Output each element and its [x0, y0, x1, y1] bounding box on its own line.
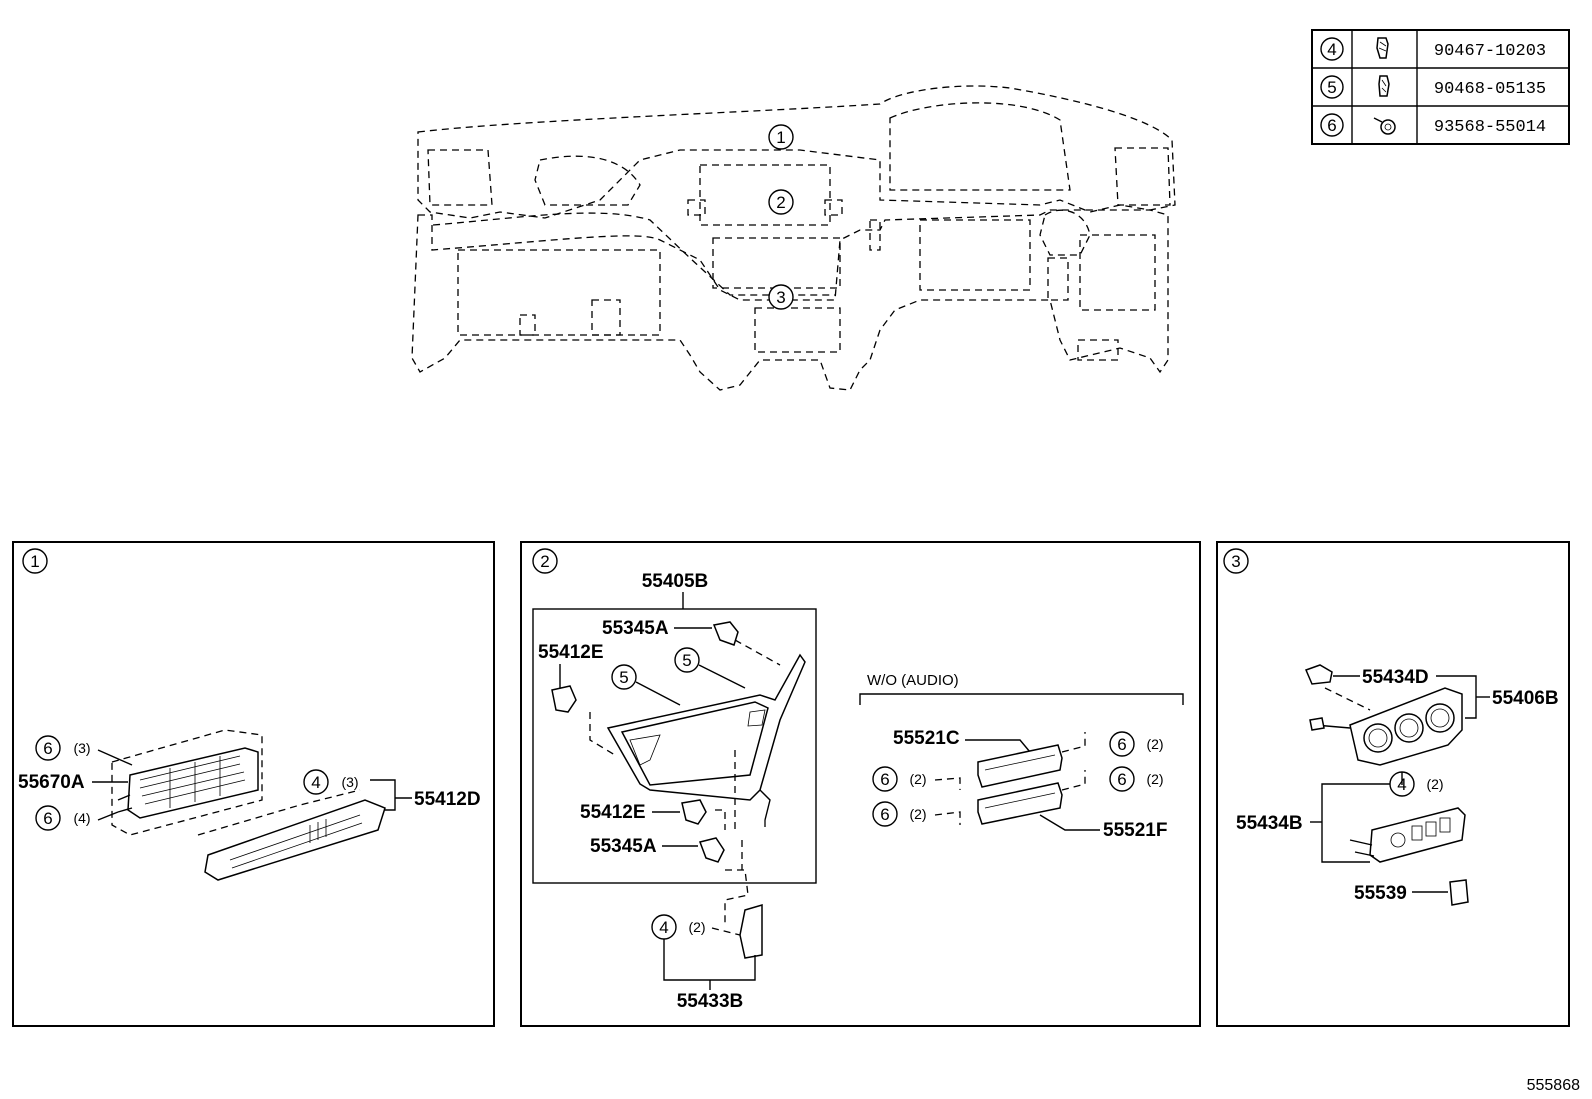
part-55521C — [977, 744, 1063, 788]
panel-3: 3 55434D 55406B 4 (2) 55434B — [1216, 541, 1570, 1027]
panel-1-qty-4: (3) — [341, 774, 358, 790]
label-55521F: 55521F — [1103, 820, 1167, 841]
panel-2-circle-5b: 5 — [682, 651, 691, 670]
label-55433B: 55433B — [677, 991, 744, 1012]
clip-55434D — [1304, 664, 1333, 685]
panel-2-qty-6l2: (2) — [909, 771, 926, 787]
panel-2-circle-6r1: 6 — [1117, 735, 1126, 754]
panel-1-circle-6b: 6 — [43, 809, 52, 828]
label-55412D: 55412D — [414, 789, 481, 810]
table-row-ref: 5 — [1327, 78, 1336, 97]
clip-icon — [1376, 37, 1389, 59]
panel-2-qty-6l3: (2) — [909, 806, 926, 822]
label-55539: 55539 — [1354, 883, 1407, 904]
clip-55412E-bot — [681, 799, 707, 825]
fastener-table: 4 90467-10203 5 90468-05135 6 93568-5501… — [1311, 29, 1570, 145]
part-55670A — [111, 729, 263, 836]
label-55406B: 55406B — [1492, 688, 1559, 709]
part-55406B-control-panel — [1309, 687, 1463, 766]
panel-2-circle-6l2: 6 — [880, 770, 889, 789]
clip-55345A-top — [712, 621, 739, 646]
panel-2-circle-4: 4 — [659, 918, 668, 937]
note-wo-audio: W/O (AUDIO) — [867, 672, 959, 689]
part-55434B-switch-panel — [1349, 807, 1466, 863]
part-55433B — [724, 869, 763, 959]
label-55434B: 55434B — [1236, 813, 1303, 834]
panel-2: 2 55405B 55345A 55412E 5 5 — [520, 541, 1201, 1027]
screw-icon — [1373, 117, 1396, 135]
table-row-ref-circle — [1320, 113, 1344, 137]
panel-1-qty-6a: (3) — [73, 740, 90, 756]
panel-2-circle-6l3: 6 — [880, 805, 889, 824]
table-row-ref-circle — [1320, 75, 1344, 99]
panel-1: 1 6 (3) 55670A 6 (4) 4 (3) 55412D — [12, 541, 495, 1027]
panel-2-circle-6r2: 6 — [1117, 770, 1126, 789]
dashboard-overview: 1 2 3 — [411, 85, 1176, 391]
panel-3-ref: 3 — [1231, 552, 1240, 571]
table-row-ref: 6 — [1327, 116, 1336, 135]
panel-1-circle-6a: 6 — [43, 739, 52, 758]
label-55345A-top: 55345A — [602, 618, 669, 639]
table-row-part-number: 90468-05135 — [1434, 80, 1546, 99]
label-55670A: 55670A — [18, 772, 85, 793]
panel-1-qty-6b: (4) — [73, 810, 90, 826]
overview-callout-1: 1 — [776, 128, 785, 147]
table-row-part-number: 93568-55014 — [1434, 118, 1546, 137]
panel-1-ref: 1 — [30, 552, 39, 571]
label-55434D: 55434D — [1362, 667, 1429, 688]
label-55521C: 55521C — [893, 728, 960, 749]
assembly-box-55405B — [532, 608, 817, 884]
panel-2-ref: 2 — [540, 552, 549, 571]
overview-callout-2: 2 — [776, 193, 785, 212]
panel-3-qty-4: (2) — [1426, 776, 1443, 792]
table-row-ref-circle — [1320, 37, 1344, 61]
panel-2-qty-4: (2) — [688, 919, 705, 935]
overview-callout-3: 3 — [776, 288, 785, 307]
panel-2-qty-6r2: (2) — [1146, 771, 1163, 787]
part-55521F — [977, 782, 1063, 825]
table-row-ref: 4 — [1327, 40, 1336, 59]
label-55412E-top: 55412E — [538, 642, 604, 663]
clip-55412E-top — [551, 685, 577, 713]
label-55345A-bot: 55345A — [590, 836, 657, 857]
clip-55345A-bot — [699, 837, 725, 863]
panel-1-circle-4: 4 — [311, 773, 320, 792]
table-row-part-number: 90467-10203 — [1434, 42, 1546, 61]
label-55405B: 55405B — [642, 571, 709, 592]
part-55539-plug — [1449, 879, 1469, 906]
label-55412E-bot: 55412E — [580, 802, 646, 823]
panel-2-qty-6r1: (2) — [1146, 736, 1163, 752]
figure-reference-number: 555868 — [1527, 1077, 1580, 1094]
part-55405B-bezel — [606, 653, 806, 821]
clip-icon — [1378, 75, 1390, 97]
part-55412D — [197, 789, 386, 881]
panel-2-circle-5a: 5 — [619, 668, 628, 687]
